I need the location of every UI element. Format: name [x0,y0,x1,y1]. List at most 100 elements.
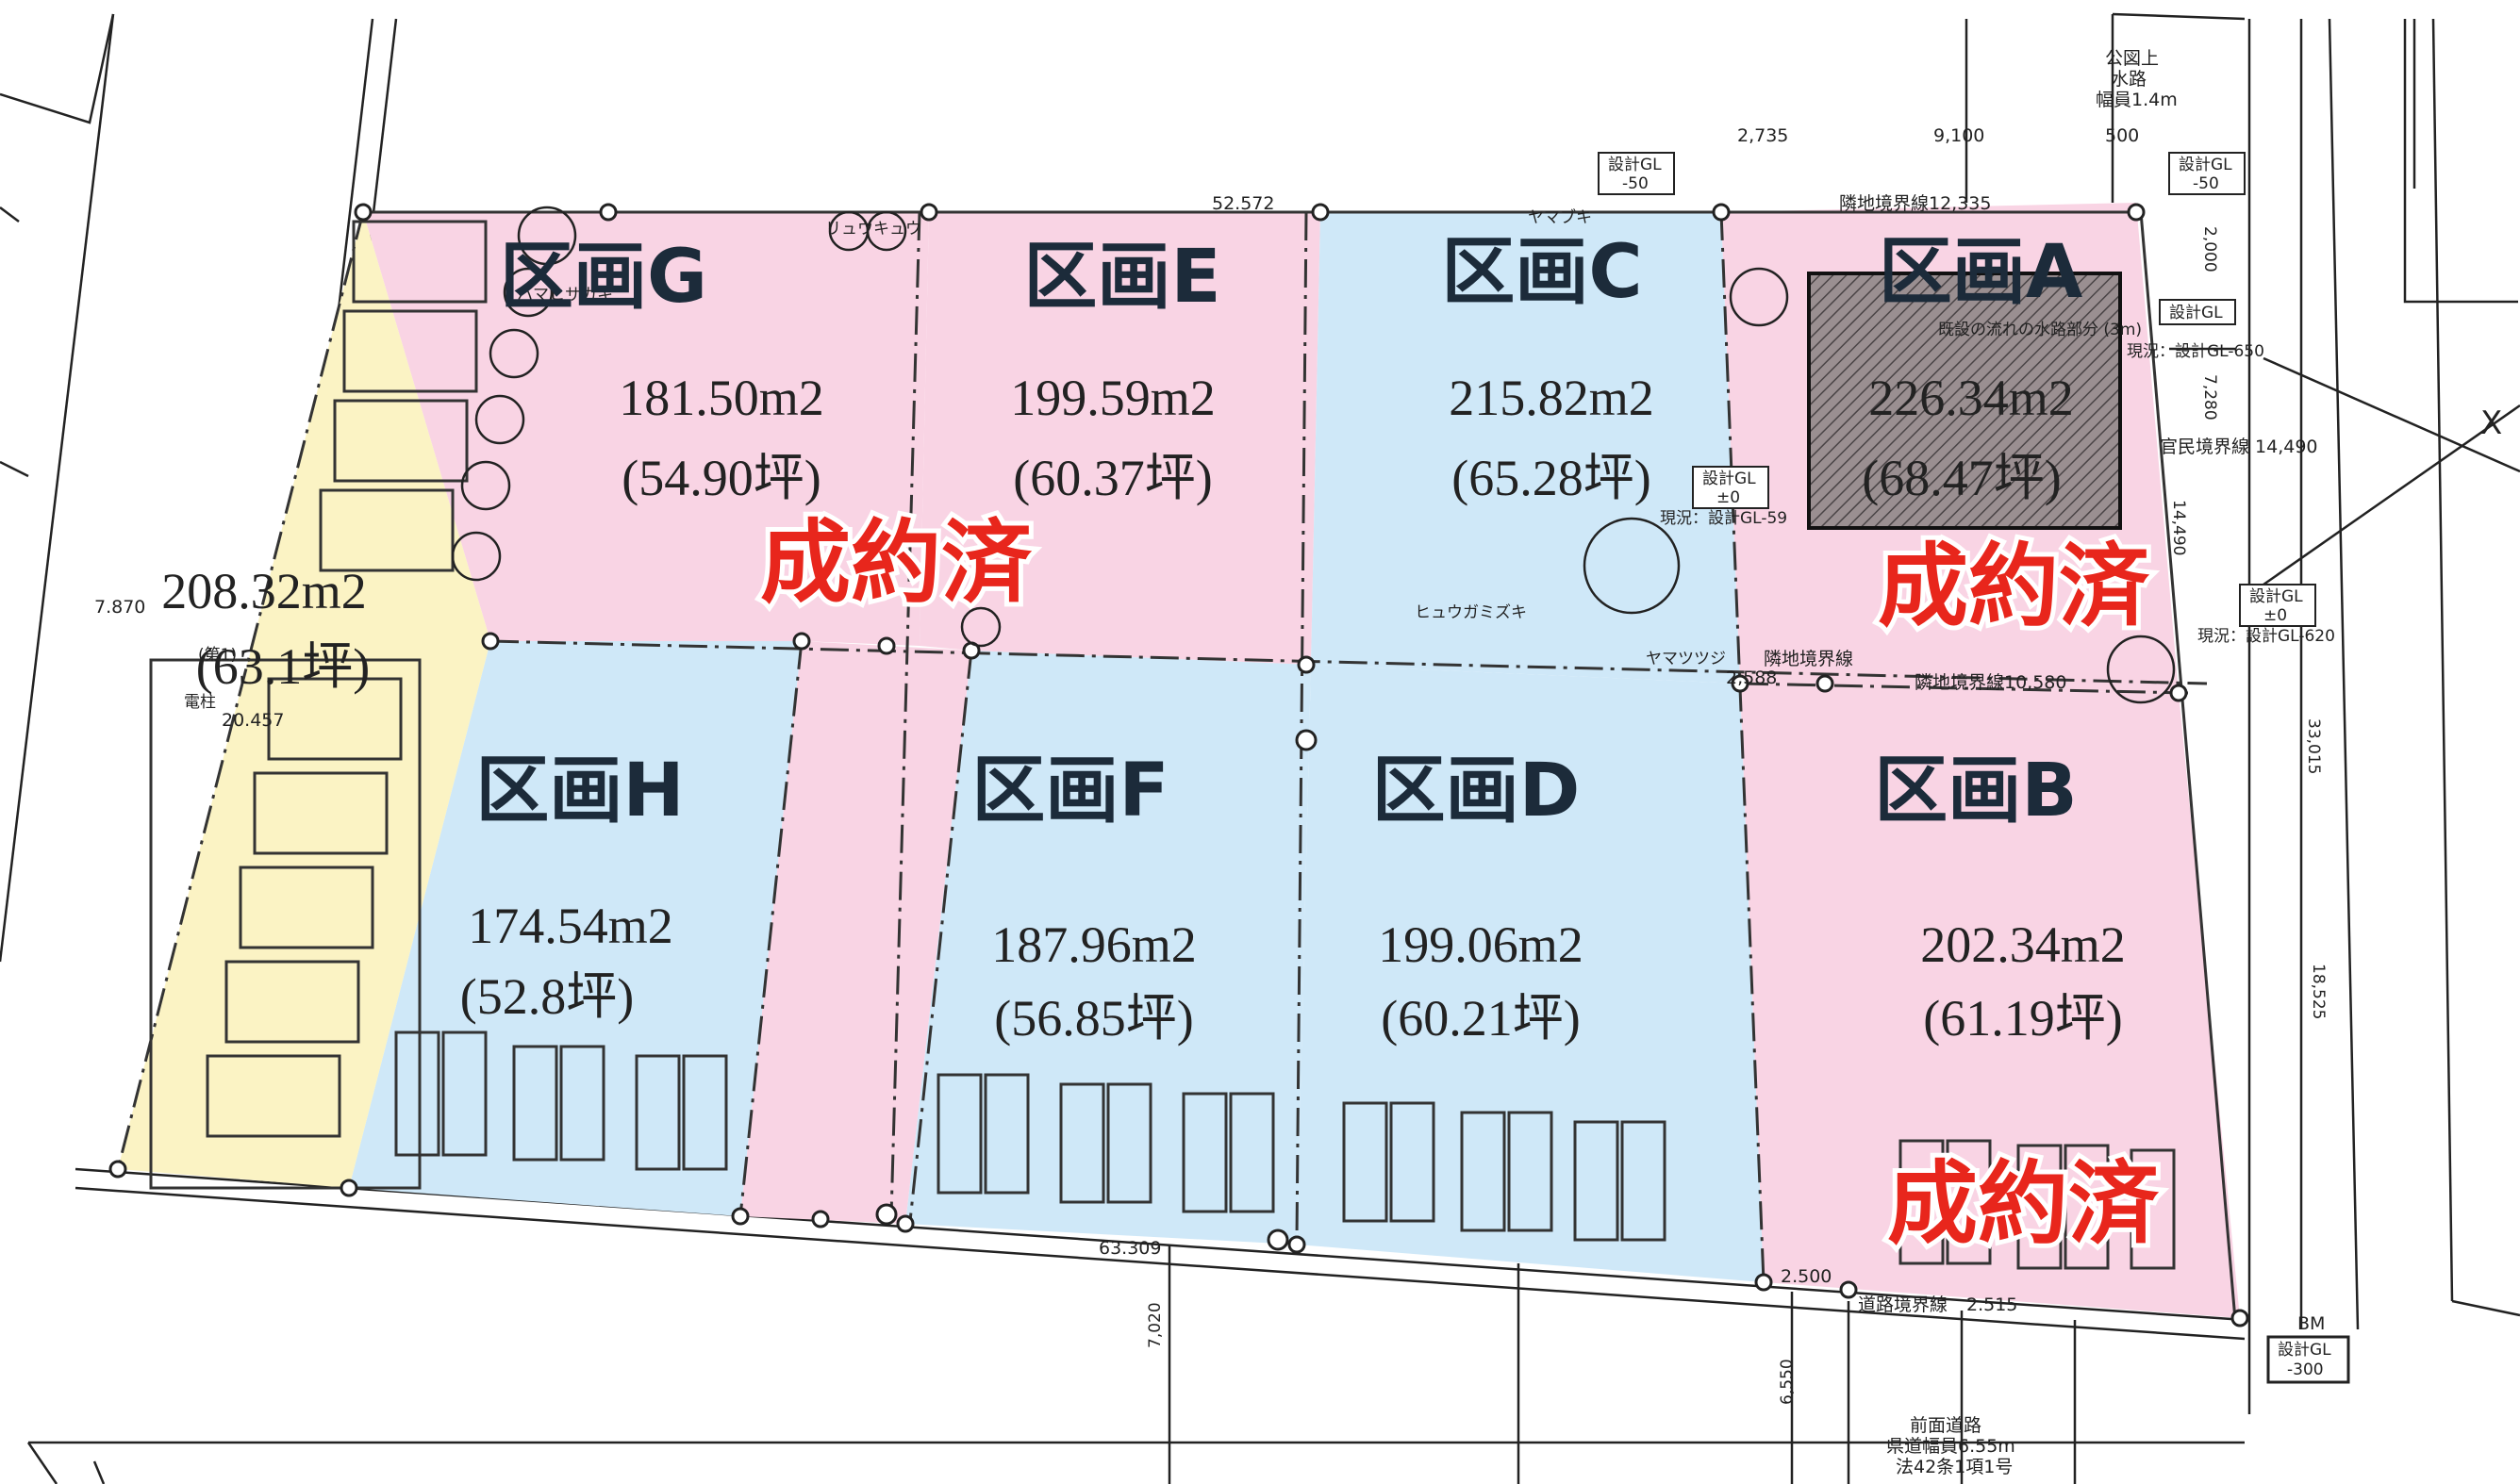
lot-g-tsubo-value: (54.90坪) [622,450,821,506]
svg-text:現況：設計GL-620: 現況：設計GL-620 [2197,627,2335,646]
dim-6550-vert: 6,550 [1778,1359,1797,1405]
water-line1: 公図上 [2105,48,2159,69]
svg-text:設計GL: 設計GL [2169,304,2223,322]
lot-b-sold-label: 成約済 [1887,1151,2160,1257]
svg-text:設計GL: 設計GL [1608,156,1662,174]
gl-top-left: 設計GL -50 [1598,152,1675,195]
tree-label-hyuga: ヒュウガミズキ [1415,603,1527,622]
gl-mid: 設計GL ±0 現況：設計GL-59 [1660,466,1787,528]
lot-c-tsubo-value: (65.28坪) [1451,450,1650,506]
context-lines [0,12,2520,1484]
lot-e-name: 区画E [1023,235,1220,320]
tree-symbols [451,206,2176,704]
lot-d-tsubo-value: (60.21坪) [1381,990,1580,1047]
svg-text:-50: -50 [2193,174,2219,193]
svg-text:-50: -50 [1622,174,1649,193]
top-edge-dim: 52.572 [1212,193,1274,214]
lot-g-name: 区画G [500,235,707,320]
neighbor-mid-label: 隣地境界線10,580 [1915,672,2066,693]
lot-a-name: 区画A [1879,230,2082,315]
lot-b-tsubo-value: (61.19坪) [1923,990,2122,1047]
lot-f-name: 区画F [971,749,1169,833]
lot-w-note: (第1) [198,646,237,665]
lot-labels: 区画G181.50m2(54.90坪)成約済区画E199.59m2(60.37坪… [161,230,2164,1261]
svg-text:現況：設計GL-59: 現況：設計GL-59 [1660,509,1787,528]
lot-a-sold-label: 成約済 [1878,534,2150,639]
road-line1: 前面道路 [1910,1415,1981,1436]
dim-2588: 2,588 [1726,668,1777,688]
existing-building [1807,272,2122,530]
svg-text:±0: ±0 [2263,606,2287,625]
svg-text:設計GL: 設計GL [1702,470,1756,488]
lot-f-tsubo-value: (56.85坪) [994,990,1193,1047]
parking-spaces [149,220,2176,1270]
dim-2735: 2,735 [1737,125,1788,146]
lot-e-area[interactable] [920,212,1320,665]
dim-9100: 9,100 [1933,125,1984,146]
dim-18525-vert: 18,525 [2309,964,2328,1019]
road-border-label: 道路境界線 [1858,1294,1948,1315]
road-line3: 法42条1項1号 [1896,1457,2013,1477]
boundary-markers [108,203,2249,1327]
svg-text:-300: -300 [2287,1360,2324,1379]
lot-c-area[interactable] [1311,212,1740,684]
lot-h-name: 区画H [475,749,684,833]
gl-right: 設計GL ±0 現況：設計GL-620 [2197,584,2335,646]
lot-g-area-value: 181.50m2 [619,370,824,426]
annotations: 52.572 63.309 7.870 20.457 道路境界線 2.515 2… [94,48,2502,1477]
lot-strip-pink [740,641,971,1224]
lot-e-tsubo-value: (60.37坪) [1013,450,1212,506]
lot-f-area[interactable] [905,651,1311,1245]
tree-label-yamatsutsuji: ヤマツツジ [1646,650,1726,668]
svg-text:設計GL: 設計GL [2278,1341,2331,1360]
gl-upper-right: 設計GL 現況：設計GL-650 [2127,299,2264,361]
bottom-edge-dim: 63.309 [1099,1238,1161,1259]
lot-f-area-value: 187.96m2 [991,916,1197,973]
lot-g-sold-label: 成約済 [760,510,1033,616]
svg-text:設計GL: 設計GL [2179,156,2232,174]
lot-a-area-value: 226.34m2 [1868,370,2074,426]
lot-d-area-value: 199.06m2 [1378,916,1583,973]
dim-500: 500 [2105,125,2139,146]
pole-label: 電柱 [184,693,216,712]
dim-14490-vert: 14,490 [2169,500,2188,555]
dim-33015-vert: 33,015 [2304,718,2323,774]
lot-w-tsubo-value: (63.1坪) [196,638,370,695]
tree-label-yamabuki: ヤマブキ [1528,207,1592,227]
bm-label: BM [2297,1313,2325,1334]
boundary-lines [116,210,2237,1321]
road-2500-dim: 2.500 [1781,1266,1832,1287]
svg-text:現況：設計GL-650: 現況：設計GL-650 [2127,342,2264,361]
left-edge-dim: 7.870 [94,597,145,618]
lot-a-tsubo-value: (68.47坪) [1862,450,2061,506]
lot-c-area-value: 215.82m2 [1449,370,1654,426]
gl-top-right: 設計GL -50 [2168,152,2246,195]
road-border-value: 2.515 [1966,1294,2017,1315]
lot-b-area-value: 202.34m2 [1920,916,2126,973]
dim-2000-vert: 2,000 [2200,226,2219,272]
svg-text:±0: ±0 [1716,488,1740,507]
lot-w-area[interactable] [118,212,490,1188]
neighbor-top-label: 隣地境界線12,335 [1839,193,1991,214]
road-line2: 県道幅員6.55m [1886,1436,2015,1457]
water-line2: 水路 [2111,69,2147,90]
official-border-label: 官民境界線 14,490 [2160,437,2318,457]
dim-7280-vert: 7,280 [2200,374,2219,420]
lot-areas [118,203,2240,1318]
left-inner-dim: 20.457 [222,710,284,731]
water-line3: 幅員1.4m [2096,90,2178,110]
lot-b-area[interactable] [1740,684,2240,1318]
lot-d-name: 区画D [1372,749,1581,833]
channel-note: 既設の流れの水路部分 (3m) [1938,321,2142,339]
corner-x-label: X [2480,404,2502,442]
lot-h-area[interactable] [349,641,802,1216]
lot-h-area-value: 174.54m2 [468,898,673,954]
lot-b-name: 区画B [1874,749,2077,833]
tree-label-hama: ハマヒサカキ [517,286,613,305]
lot-g-area[interactable] [363,212,929,646]
lot-d-area[interactable] [1297,665,1764,1282]
svg-text:設計GL: 設計GL [2249,587,2303,606]
lot-c-name: 区画C [1441,230,1642,315]
neighbor-cd-label: 隣地境界線 [1764,649,1853,669]
